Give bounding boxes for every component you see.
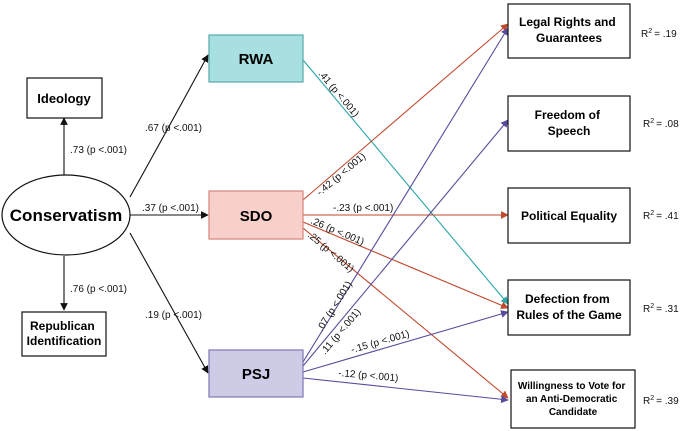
- node-republican: Republican Identification: [21, 311, 107, 357]
- node-political-equality-label: Political Equality: [521, 209, 617, 223]
- node-psj-label: PSJ: [242, 366, 270, 383]
- label-cons-republican: .76 (p <.001): [70, 284, 127, 295]
- edge-psj-willingness: [302, 377, 509, 404]
- label-cons-sdo: .37 (p <.001): [142, 203, 199, 214]
- node-willingness: Willingness to Vote for an Anti-Democrat…: [510, 369, 636, 429]
- rsq-legal-rights: R2= .19: [641, 28, 677, 40]
- edge-psj-speech: [302, 119, 509, 367]
- edge-sdo-defection: [302, 221, 509, 309]
- label-psj-willingness: -.12 (p <.001): [338, 368, 399, 384]
- node-rwa-label: RWA: [239, 51, 274, 68]
- node-psj: PSJ: [208, 349, 304, 398]
- node-freedom-speech: Freedom of Speech: [507, 95, 631, 152]
- node-defection: Defection from Rules of the Game: [507, 279, 631, 336]
- node-ideology-label: Ideology: [37, 91, 91, 106]
- label-rwa-defection: .41 (p <.001): [316, 69, 361, 120]
- r-squared-labels: R2= .19 R2= .08 R2= .41 R2= .31 R2= .39: [641, 28, 679, 407]
- node-legal-rights: Legal Rights and Guarantees: [507, 3, 631, 59]
- node-sdo-label: SDO: [240, 208, 273, 225]
- edge-sdo-legal: [302, 23, 509, 201]
- label-cons-rwa: .67 (p <.001): [145, 123, 202, 134]
- label-psj-defection: -.15 (p <.001): [350, 329, 411, 356]
- node-political-equality: Political Equality: [507, 187, 631, 244]
- edge-rwa-defection: [302, 59, 509, 305]
- edge-psj-legal: [302, 27, 509, 363]
- node-defection-label: Defection from Rules of the Game: [516, 292, 622, 322]
- rsq-defection: R2= .31: [643, 303, 679, 315]
- label-sdo-legal: -.42 (p <.001): [315, 151, 368, 198]
- label-sdo-equality: -.23 (p <.001): [333, 203, 393, 214]
- node-sdo: SDO: [208, 190, 304, 240]
- node-legal-rights-label: Legal Rights and Guarantees: [519, 15, 619, 45]
- node-freedom-speech-label: Freedom of Speech: [535, 108, 604, 138]
- node-conservatism: Conservatism: [1, 174, 131, 256]
- node-ideology: Ideology: [26, 77, 103, 119]
- rsq-political-equality: R2= .41: [643, 210, 679, 222]
- edge-conservatism-psj: [129, 232, 209, 374]
- rsq-freedom-speech: R2= .08: [643, 118, 679, 130]
- node-republican-label: Republican Identification: [27, 319, 102, 348]
- node-conservatism-label: Conservatism: [10, 206, 122, 225]
- edge-conservatism-rwa: [129, 54, 209, 198]
- edge-psj-defection: [302, 310, 509, 373]
- edge-sdo-willingness: [302, 227, 509, 399]
- edges: [60, 23, 509, 404]
- label-cons-psj: .19 (p <.001): [145, 310, 202, 321]
- rsq-willingness: R2= .39: [643, 395, 679, 407]
- label-cons-ideology: .73 (p <.001): [70, 145, 127, 156]
- node-willingness-label: Willingness to Vote for an Anti-Democrat…: [518, 381, 628, 418]
- node-rwa: RWA: [208, 34, 304, 83]
